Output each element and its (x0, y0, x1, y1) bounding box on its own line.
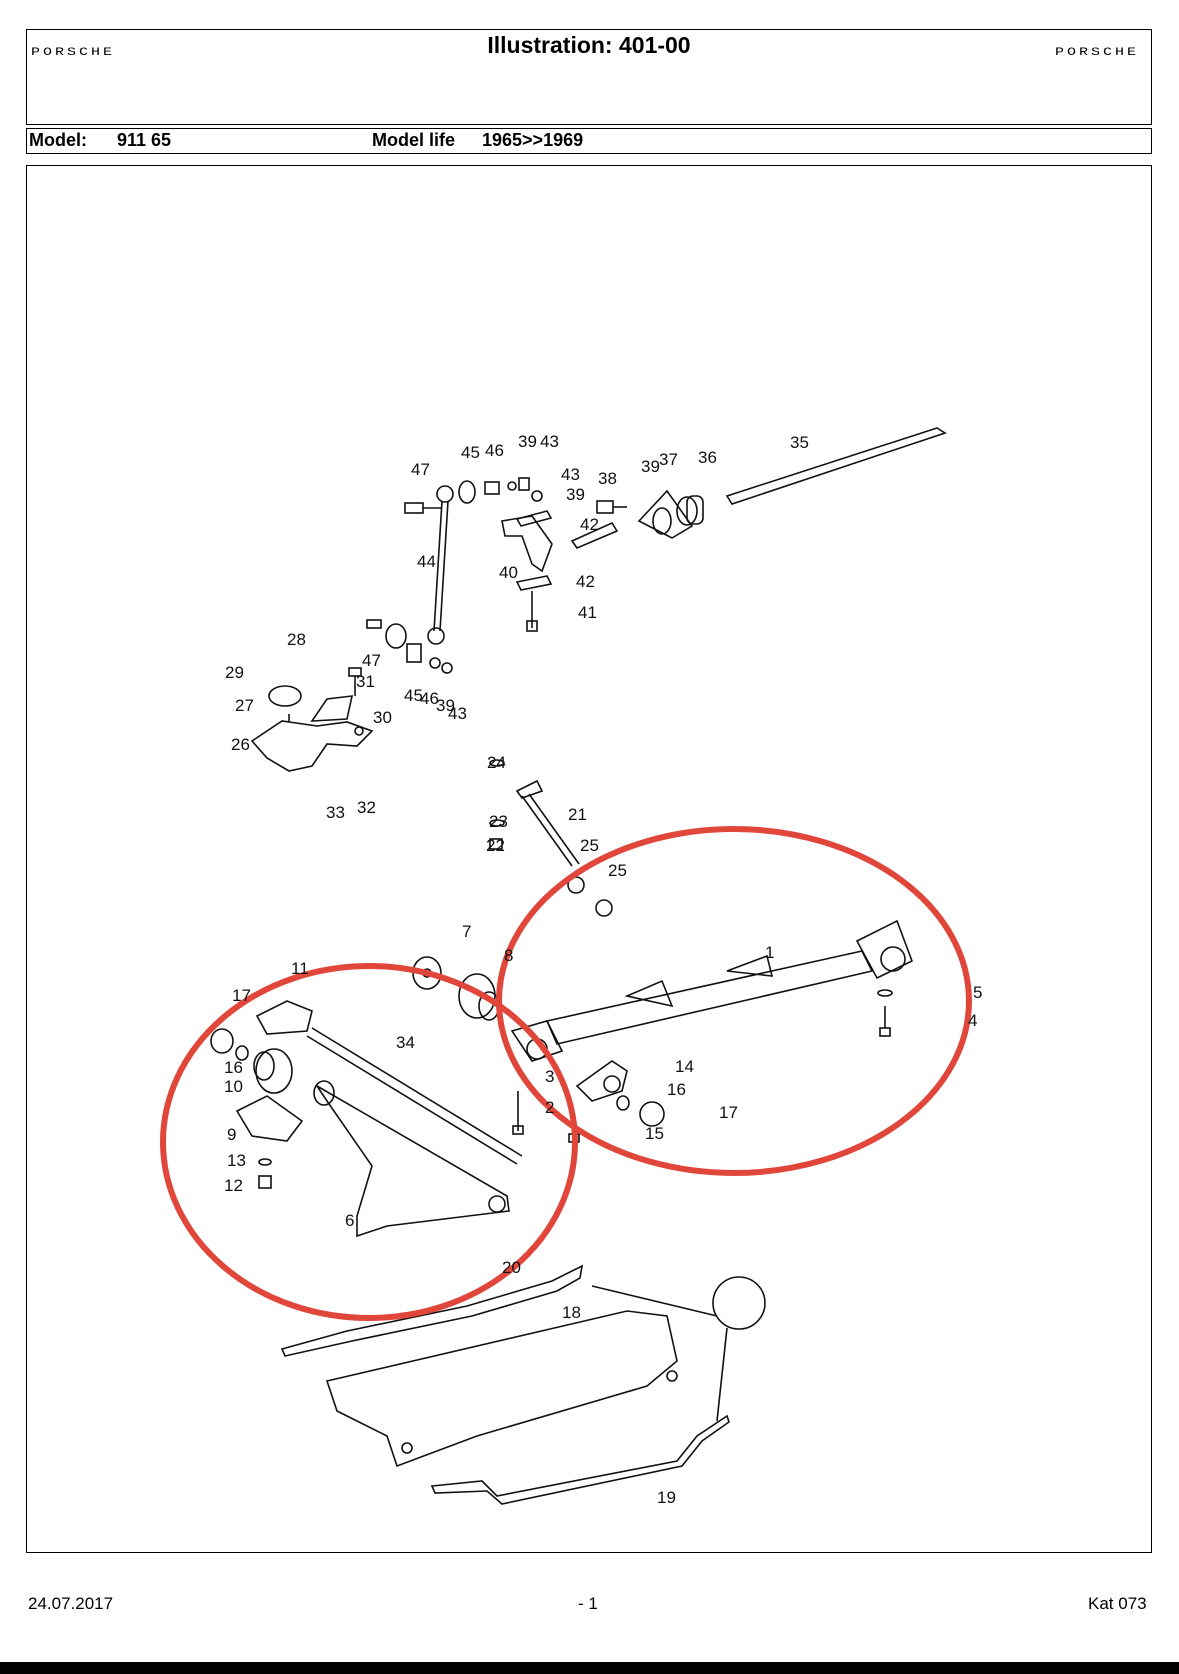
page-number: - 1 (578, 1594, 598, 1613)
part-torsion-tube-1 (545, 950, 874, 1045)
callout-43: 43 (561, 465, 580, 484)
page-title: Illustration: 401-00 (487, 32, 691, 58)
model-row: Model: 911 65 Model life 1965>>1969 (26, 128, 1152, 154)
callout-4: 4 (968, 1011, 977, 1030)
callout-18: 18 (562, 1303, 581, 1322)
part-rod-21 (521, 795, 573, 867)
callout-34: 34 (396, 1033, 415, 1052)
callout-5: 5 (973, 983, 982, 1002)
catalog-code: Kat 073 (1088, 1594, 1147, 1613)
print-date: 24.07.2017 (28, 1594, 114, 1613)
part-bolt-47 (404, 502, 424, 514)
callout-46: 46 (420, 689, 439, 708)
detail-circle (712, 1276, 766, 1330)
callout-16: 16 (667, 1080, 686, 1099)
part-bush-10 (255, 1048, 293, 1094)
callout-45: 45 (461, 443, 480, 462)
callout-42: 42 (576, 572, 595, 591)
callout-47: 47 (411, 460, 430, 479)
part-bracket-9 (235, 1095, 304, 1142)
part-bracket-40 (501, 515, 553, 573)
callout-43: 43 (540, 432, 559, 451)
callout-1: 1 (765, 943, 774, 962)
callout-45: 45 (404, 686, 423, 705)
part-crossmember-18 (325, 1310, 678, 1468)
callout-39: 39 (641, 457, 660, 476)
callout-8: 8 (504, 946, 513, 965)
part-mount-26 (250, 720, 374, 772)
highlight-ellipse-left (160, 963, 578, 1321)
part-plate-20 (280, 1264, 584, 1357)
part-bush-36 (676, 496, 698, 526)
callout-47: 47 (362, 651, 381, 670)
callout-15: 15 (645, 1124, 664, 1143)
callout-2: 2 (545, 1098, 554, 1117)
part-rubber-27 (268, 685, 302, 707)
callout-43: 43 (448, 704, 467, 723)
callout-39: 39 (518, 432, 537, 451)
callout-7: 7 (462, 922, 471, 941)
callout-22: 22 (486, 836, 505, 855)
part-rod-35 (725, 427, 947, 505)
model-value: 911 65 (117, 130, 172, 150)
part-flange-37 (637, 489, 694, 539)
callout-36: 36 (698, 448, 717, 467)
header-box: PORSCHE Illustration: 401-00 PORSCHE (26, 29, 1152, 125)
callout-19: 19 (657, 1488, 676, 1507)
callout-6: 6 (345, 1211, 354, 1230)
callout-37: 37 (659, 450, 678, 469)
part-link-44 (433, 500, 443, 632)
callout-28: 28 (287, 630, 306, 649)
callout-13: 13 (227, 1151, 246, 1170)
part-plate-30 (310, 695, 354, 722)
callout-labels: 1234567891011121314151616171718192021222… (224, 432, 982, 1507)
callout-9: 9 (227, 1125, 236, 1144)
callout-33: 33 (326, 803, 345, 822)
callout-17: 17 (719, 1103, 738, 1122)
bottom-bar (0, 1662, 1179, 1674)
callout-21: 21 (568, 805, 587, 824)
callout-31: 31 (356, 672, 375, 691)
callout-42: 42 (580, 515, 599, 534)
callout-11: 11 (291, 959, 309, 978)
callout-27: 27 (235, 696, 254, 715)
model-label: Model: (29, 130, 87, 150)
porsche-logo-right: PORSCHE (1054, 46, 1139, 59)
highlight-ellipse-right (496, 826, 972, 1176)
callout-30: 30 (373, 708, 392, 727)
model-life-value: 1965>>1969 (482, 130, 584, 150)
callout-44: 44 (417, 552, 436, 571)
callout-25: 25 (580, 836, 599, 855)
callout-35: 35 (790, 433, 809, 452)
part-torsion-bar-34 (306, 1035, 518, 1165)
porsche-logo-left: PORSCHE (31, 46, 116, 59)
callout-46: 46 (485, 441, 504, 460)
callout-20: 20 (502, 1258, 521, 1277)
part-clamp-11 (255, 1000, 313, 1035)
callout-39: 39 (436, 696, 455, 715)
callout-32: 32 (357, 798, 376, 817)
callout-3: 3 (545, 1067, 554, 1086)
callout-38: 38 (598, 469, 617, 488)
part-cap-14 (575, 1060, 628, 1102)
callout-25: 25 (608, 861, 627, 880)
part-rail-19 (430, 1414, 730, 1505)
callout-39: 39 (566, 485, 585, 504)
callout-29: 29 (225, 663, 244, 682)
callout-24: 24 (487, 753, 506, 772)
exploded-view-drawing: 1234567891011121314151616171718192021222… (160, 427, 982, 1507)
part-trailing-arm-6 (316, 1085, 510, 1238)
callout-17: 17 (232, 986, 251, 1005)
callout-12: 12 (224, 1176, 243, 1195)
callout-40: 40 (499, 563, 518, 582)
callout-14: 14 (675, 1057, 694, 1076)
callout-26: 26 (231, 735, 250, 754)
callout-41: 41 (578, 603, 597, 622)
callout-16: 16 (224, 1058, 243, 1077)
callout-10: 10 (224, 1077, 243, 1096)
callout-23: 23 (489, 812, 508, 831)
part-bolt-38 (596, 500, 614, 514)
model-life-label: Model life (372, 130, 456, 150)
